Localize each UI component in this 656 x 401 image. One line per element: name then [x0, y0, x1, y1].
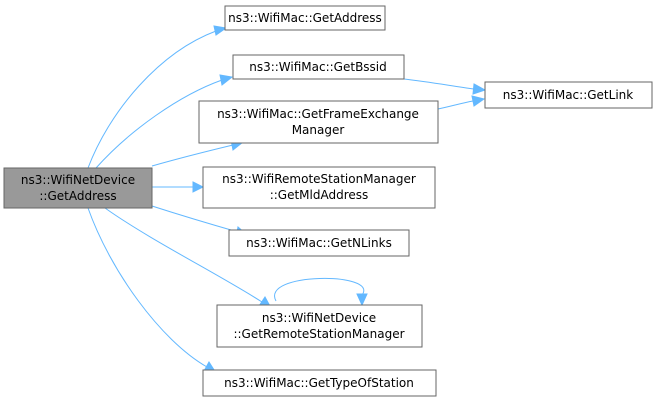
edge-root-to-get-mld: [152, 181, 205, 193]
node-get-fem-line-1: ns3::WifiMac::GetFrameExchange: [217, 107, 419, 121]
node-get-type-of-station-label: ns3::WifiMac::GetTypeOfStation: [224, 376, 414, 390]
node-get-type-of-station[interactable]: ns3::WifiMac::GetTypeOfStation: [202, 369, 437, 397]
edge-root-to-get-bssid: [95, 74, 234, 169]
node-get-bssid-box: [232, 54, 405, 80]
edge-get-bssid-to-get-link: [403, 78, 487, 95]
node-get-address[interactable]: ns3::WifiMac::GetAddress: [224, 5, 386, 31]
nodes: ns3::WifiNetDevice ::GetAddress ns3::Wif…: [3, 5, 653, 397]
node-get-bssid[interactable]: ns3::WifiMac::GetBssid: [232, 54, 405, 80]
node-root[interactable]: ns3::WifiNetDevice ::GetAddress: [3, 167, 153, 209]
node-get-nlinks-box: [228, 229, 410, 257]
edge-root-to-get-type: [87, 207, 218, 374]
node-get-remote-station-manager-line-1: ns3::WifiNetDevice: [262, 311, 376, 325]
node-root-box: [3, 167, 153, 209]
node-get-mld-address-box: [202, 166, 436, 209]
node-get-mld-address-line-2: ::GetMldAddress: [270, 188, 369, 202]
node-get-fem-box: [198, 100, 439, 144]
node-root-line-1: ns3::WifiNetDevice: [21, 173, 135, 187]
node-get-address-box: [224, 5, 386, 31]
node-get-link[interactable]: ns3::WifiMac::GetLink: [484, 81, 653, 109]
node-get-link-box: [484, 81, 653, 109]
node-get-mld-address[interactable]: ns3::WifiRemoteStationManager ::GetMldAd…: [202, 166, 436, 209]
edge-root-to-get-rsm: [104, 207, 272, 309]
node-get-link-label: ns3::WifiMac::GetLink: [503, 88, 633, 102]
node-get-nlinks[interactable]: ns3::WifiMac::GetNLinks: [228, 229, 410, 257]
node-get-fem[interactable]: ns3::WifiMac::GetFrameExchange Manager: [198, 100, 439, 144]
node-get-type-of-station-box: [202, 369, 437, 397]
edge-root-to-get-address: [87, 25, 228, 169]
node-get-mld-address-line-1: ns3::WifiRemoteStationManager: [222, 172, 416, 186]
edge-get-rsm-self-loop: [274, 278, 368, 307]
node-get-bssid-label: ns3::WifiMac::GetBssid: [249, 60, 387, 74]
node-get-fem-line-2: Manager: [292, 123, 345, 137]
node-get-remote-station-manager-line-2: ::GetRemoteStationManager: [233, 327, 404, 341]
node-get-address-label: ns3::WifiMac::GetAddress: [228, 11, 382, 25]
node-root-line-2: ::GetAddress: [39, 189, 116, 203]
edge-root-to-get-fem: [151, 139, 245, 167]
edge-get-fem-to-get-link: [437, 95, 486, 110]
node-get-remote-station-manager-box: [216, 304, 423, 348]
node-get-remote-station-manager[interactable]: ns3::WifiNetDevice ::GetRemoteStationMan…: [216, 304, 423, 348]
node-get-nlinks-label: ns3::WifiMac::GetNLinks: [246, 236, 392, 250]
